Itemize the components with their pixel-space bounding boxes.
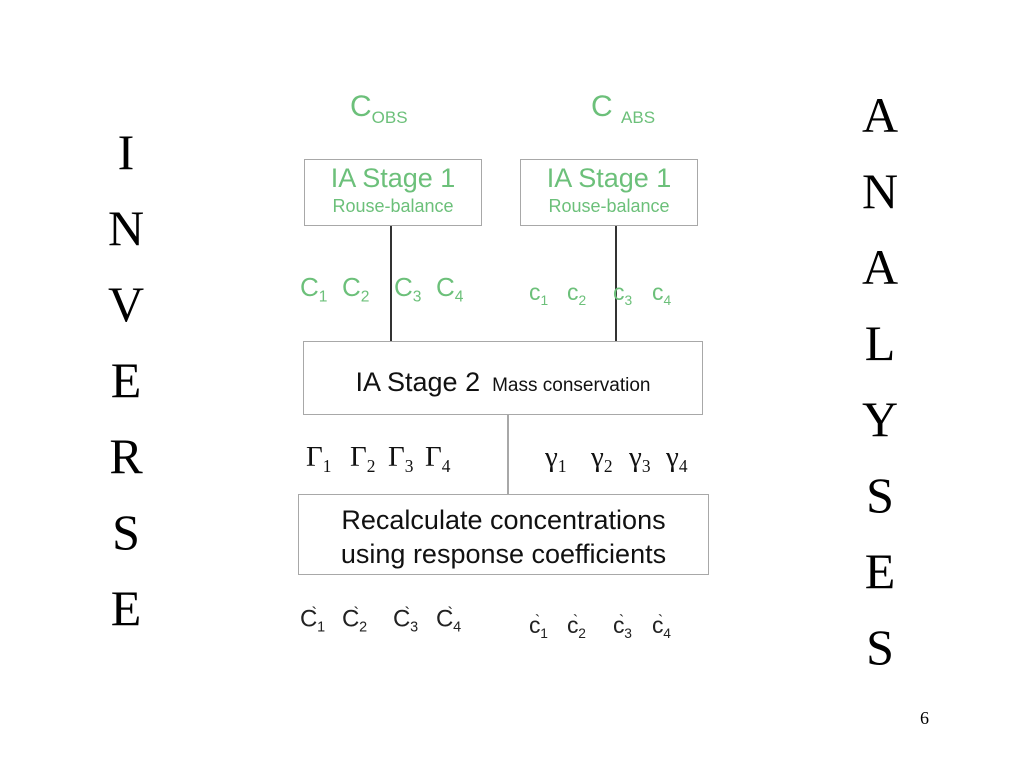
coefficient-gamma-upper-4: Γ4 (425, 441, 451, 477)
inverse-letter: I (117, 124, 135, 180)
analyses-letter: S (866, 619, 894, 675)
coefficient-gamma-lower-4: γ4 (666, 441, 688, 477)
coefficient-gamma-lower-1: γ1 (545, 441, 567, 477)
inverse-letter: V (107, 276, 145, 332)
header-c-abs-main: C (591, 90, 613, 123)
stage2-box: IA Stage 2 Mass conservation (303, 341, 703, 415)
stage2-subtitle: Mass conservation (492, 375, 651, 396)
recalc-output-right-3: c`3 (613, 612, 632, 642)
recalculate-line2: using response coefficients (340, 539, 667, 569)
header-c-obs: COBS (350, 90, 408, 127)
analyses-letter: A (861, 239, 899, 295)
inverse-letter: S (112, 504, 140, 560)
recalc-output-left-3: C`3 (393, 604, 419, 636)
header-c-abs: C ABS (591, 90, 656, 127)
stage1-output-left-4: C4 (436, 272, 464, 306)
inverse-letter: E (110, 580, 142, 636)
analyses-letter: S (866, 467, 894, 523)
recalc-output-right-1: c`1 (529, 612, 548, 642)
stage2-title: IA Stage 2 (355, 367, 481, 397)
stage1-right-title: IA Stage 1 (546, 163, 672, 193)
coefficient-gamma-lower-3: γ3 (629, 441, 651, 477)
recalc-output-right-2: c`2 (567, 612, 586, 642)
stage1-output-right-1: c1 (529, 279, 549, 308)
inverse-letter: N (107, 200, 145, 256)
recalculate-box: Recalculate concentrations using respons… (298, 494, 709, 575)
stage1-output-right-3: c3 (613, 279, 633, 308)
analyses-letter: E (864, 543, 896, 599)
connector-stage2-to-recalc (507, 415, 509, 494)
inverse-letter: R (109, 428, 143, 484)
recalc-output-left-4: C`4 (436, 604, 462, 636)
stage1-right-box: IA Stage 1 Rouse-balance (520, 159, 698, 226)
connector-stage1-left-to-stage2 (390, 226, 392, 341)
stage1-output-left-3: C3 (394, 272, 422, 306)
inverse-letter: E (110, 352, 142, 408)
header-c-obs-main: C (350, 90, 372, 123)
stage1-output-left-2: C2 (342, 272, 370, 306)
stage1-left-title: IA Stage 1 (330, 163, 456, 193)
recalc-output-left-2: C`2 (342, 604, 368, 636)
recalc-output-left-1: C`1 (300, 604, 326, 636)
stage1-right-subtitle: Rouse-balance (548, 196, 670, 216)
inverse-vertical-word: I N V E R S E (96, 114, 156, 646)
analyses-letter: A (861, 87, 899, 143)
stage1-left-box: IA Stage 1 Rouse-balance (304, 159, 482, 226)
header-c-abs-sub: ABS (621, 108, 656, 127)
coefficient-gamma-upper-2: Γ2 (350, 441, 376, 477)
coefficient-gamma-upper-3: Γ3 (388, 441, 414, 477)
page-number: 6 (920, 708, 929, 728)
connector-stage1-right-to-stage2 (615, 226, 617, 341)
analyses-letter: Y (861, 391, 899, 447)
stage1-output-right-2: c2 (567, 279, 587, 308)
stage1-left-subtitle: Rouse-balance (332, 196, 454, 216)
coefficient-gamma-upper-1: Γ1 (306, 441, 332, 477)
recalculate-line1: Recalculate concentrations (341, 505, 666, 535)
stage1-output-left-1: C1 (300, 272, 328, 306)
recalc-output-right-4: c`4 (652, 612, 671, 642)
stage1-output-right-4: c4 (652, 279, 672, 308)
coefficient-gamma-lower-2: γ2 (591, 441, 613, 477)
stage2-heading: IA Stage 2 Mass conservation (304, 367, 702, 398)
analyses-vertical-word: A N A L Y S E S (850, 77, 910, 685)
header-c-obs-sub: OBS (371, 108, 408, 127)
analyses-letter: N (861, 163, 899, 219)
analyses-letter: L (864, 315, 896, 371)
